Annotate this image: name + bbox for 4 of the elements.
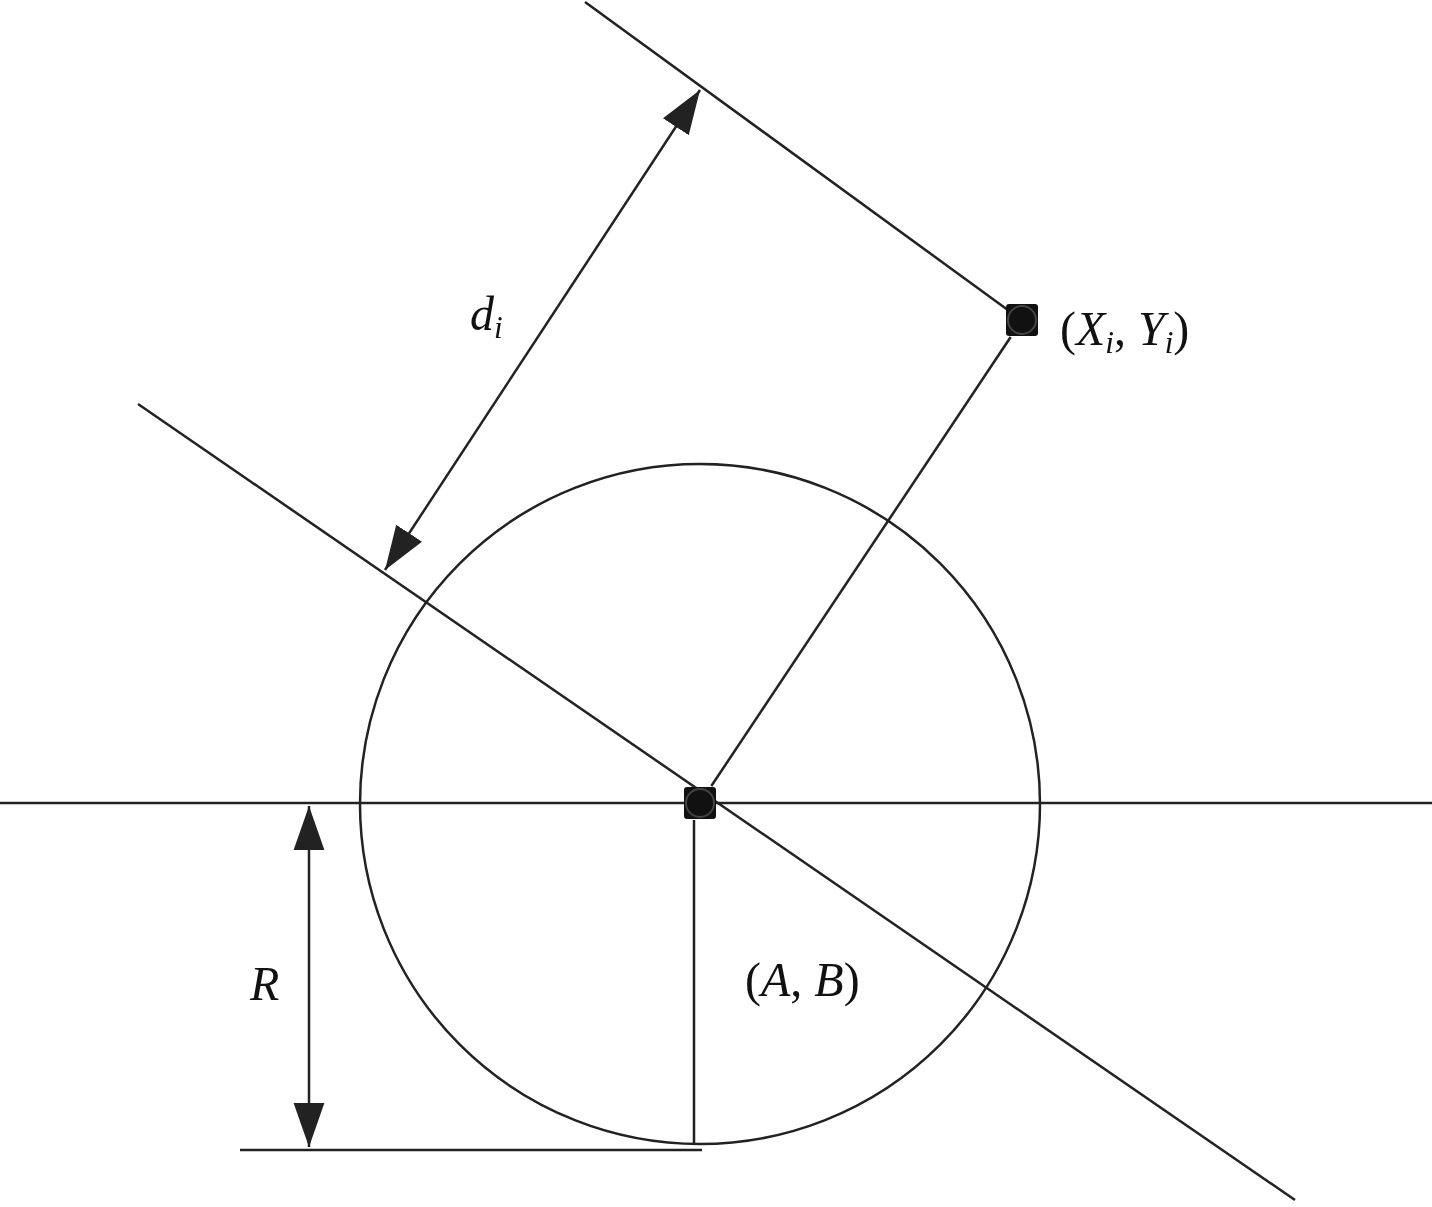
- connector-line: [710, 336, 1012, 787]
- dimension-label: R: [250, 960, 280, 1008]
- coordinate-label: (X$_{i}$, Y$_{i}$): [1060, 305, 1190, 358]
- dimension-label: d$_{i}$: [470, 290, 503, 343]
